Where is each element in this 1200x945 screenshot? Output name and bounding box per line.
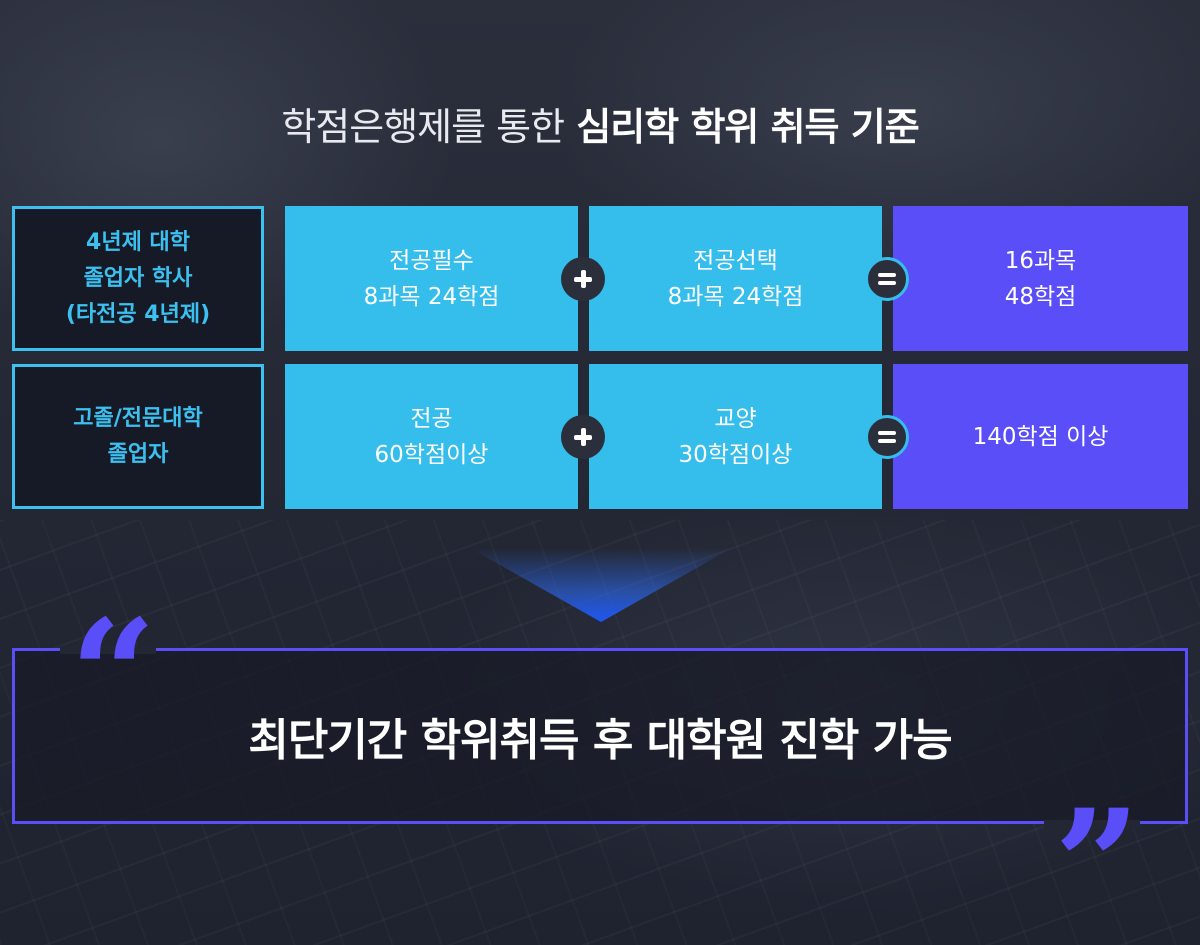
row-1-major-elective: 전공선택 8과목 24학점 — [589, 206, 882, 351]
title-bold: 심리학 학위 취득 기준 — [576, 105, 919, 149]
equals-icon — [865, 257, 909, 301]
row-2-item2-line-2: 30학점이상 — [678, 441, 793, 468]
row-2-label-line-2: 졸업자 — [107, 441, 169, 467]
row-2-label-line-1: 고졸/전문대학 — [73, 405, 203, 431]
row-1-label: 4년제 대학 졸업자 학사 (타전공 4년제) — [12, 206, 264, 351]
page-title: 학점은행제를 통한 심리학 학위 취득 기준 — [0, 96, 1200, 151]
row-1-item2-line-1: 전공선택 — [693, 247, 778, 274]
row-2-general: 교양 30학점이상 — [589, 364, 882, 509]
conclusion-box: 최단기간 학위취득 후 대학원 진학 가능 — [12, 648, 1188, 824]
row-1-result-line-2: 48학점 — [1004, 283, 1077, 310]
title-light: 학점은행제를 통한 — [281, 105, 565, 149]
conclusion-text: 최단기간 학위취득 후 대학원 진학 가능 — [248, 715, 952, 766]
row-2-result: 140학점 이상 — [893, 364, 1188, 509]
row-1-result: 16과목 48학점 — [893, 206, 1188, 351]
row-2-result-line-1: 140학점 이상 — [972, 423, 1109, 450]
row-2-item1-line-1: 전공 — [410, 405, 453, 432]
row-2-label: 고졸/전문대학 졸업자 — [12, 364, 264, 509]
row-1-item2-line-2: 8과목 24학점 — [667, 283, 804, 310]
quote-close-icon: ” — [1054, 777, 1141, 945]
row-1-item1-line-1: 전공필수 — [389, 247, 474, 274]
quote-open-icon: “ — [70, 587, 157, 763]
equals-icon — [865, 415, 909, 459]
row-2-item1-line-2: 60학점이상 — [374, 441, 489, 468]
row-1-result-line-1: 16과목 — [1004, 247, 1077, 274]
row-1-item1-line-2: 8과목 24학점 — [363, 283, 500, 310]
row-1-major-required: 전공필수 8과목 24학점 — [285, 206, 578, 351]
plus-icon — [561, 257, 605, 301]
row-2-item2-line-1: 교양 — [714, 405, 757, 432]
row-1-label-line-2: 졸업자 학사 — [83, 265, 193, 291]
quote-open-gap — [60, 646, 156, 654]
row-2-major: 전공 60학점이상 — [285, 364, 578, 509]
row-1-label-line-1: 4년제 대학 — [86, 229, 190, 255]
row-1-label-line-3: (타전공 4년제) — [65, 301, 211, 327]
plus-icon — [561, 415, 605, 459]
quote-close-gap — [1044, 820, 1140, 828]
